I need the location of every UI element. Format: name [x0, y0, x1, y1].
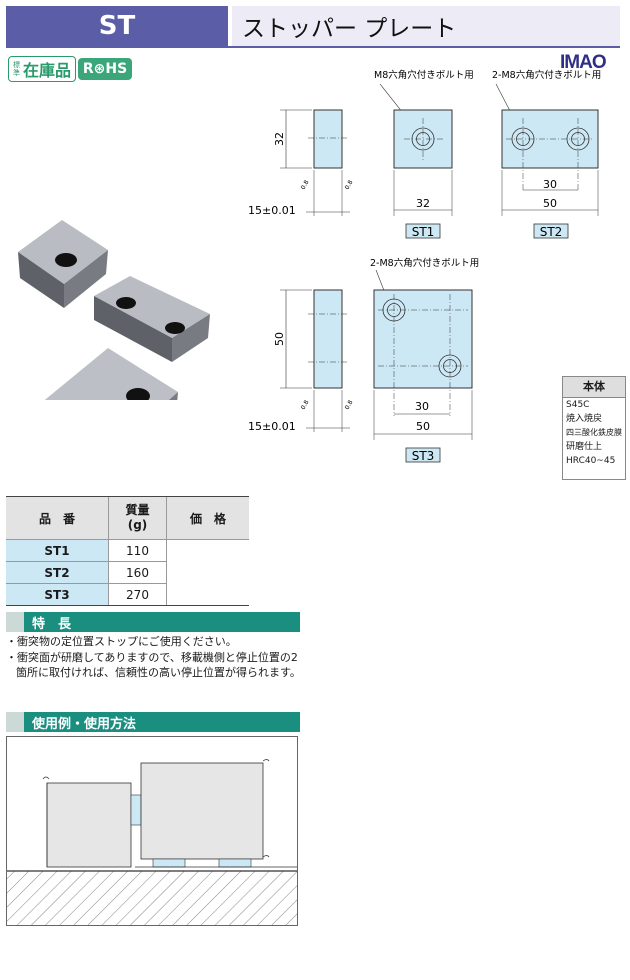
- features-list: ・衝突物の定位置ストップにご使用ください。 ・衝突面が研磨してありますので、移載…: [6, 634, 306, 681]
- rohs-badge: R⊛HS: [78, 58, 132, 80]
- st1-callout: M8六角穴付きボルト用: [374, 69, 474, 81]
- finish-mark-3: 0.8: [300, 399, 311, 411]
- feature-item: ・衝突面が研磨してありますので、移載機側と停止位置の2箇所に取付ければ、信頼性の…: [6, 650, 301, 680]
- feature-item: ・衝突物の定位置ストップにご使用ください。: [6, 635, 237, 648]
- stationary-block: [140, 762, 264, 860]
- usage-heading: 使用例・使用方法: [32, 716, 137, 732]
- st1-label-box: [405, 223, 441, 239]
- product-code: ST: [6, 6, 228, 46]
- row-code: ST3: [6, 583, 109, 606]
- features-heading: 特 長: [32, 616, 72, 632]
- technical-drawings: 32 15±0.01 0.8 0.8 M8六角穴付きボルト用 32 ST1 2-…: [248, 69, 601, 463]
- material-line: 焼入焼戻: [566, 414, 603, 424]
- brand-logo: IMAO: [560, 52, 607, 73]
- usage-diagram: [7, 759, 297, 925]
- row-code: ST1: [6, 539, 109, 562]
- finish-mark-2: 0.8: [344, 179, 355, 191]
- usage-diagram-frame: [6, 736, 298, 926]
- floor-hatch: [7, 871, 297, 925]
- st2-width-dim: 50: [543, 197, 557, 210]
- row-weight: 160: [108, 561, 167, 584]
- st3-width-dim: 50: [416, 420, 430, 433]
- st1-side-view: [313, 109, 343, 169]
- finish-mark-1: 0.8: [300, 179, 311, 191]
- material-header: 本体: [563, 377, 625, 398]
- finish-mark-4: 0.8: [344, 399, 355, 411]
- stock-badge-label: 在庫品: [23, 61, 72, 80]
- material-line: HRC40~45: [566, 456, 616, 466]
- st3-pitch-dim: 30: [415, 400, 429, 413]
- st1-label: ST1: [412, 225, 435, 239]
- stopper-plate-stop-2: [218, 858, 252, 868]
- product-name: ストッパー プレート: [232, 6, 620, 46]
- section-tab: [6, 712, 24, 732]
- col-header-code: 品 番: [6, 496, 109, 540]
- st3-front-view: [373, 289, 473, 389]
- section-tab: [6, 612, 24, 632]
- row-code: ST2: [6, 561, 109, 584]
- usage-heading-bar: 使用例・使用方法: [6, 712, 300, 732]
- st2-callout: 2-M8六角穴付きボルト用: [492, 69, 601, 81]
- material-line: 四三酸化鉄皮膜: [566, 428, 622, 437]
- row-weight: 270: [108, 583, 167, 606]
- row-weight: 110: [108, 539, 167, 562]
- st1-photo-block: [18, 220, 108, 308]
- st3-label-box: [405, 447, 441, 463]
- header-rule: [6, 46, 620, 48]
- st3-label: ST3: [412, 449, 435, 463]
- st1-thickness-dim: 15±0.01: [248, 204, 296, 217]
- material-line: S45C: [566, 400, 590, 410]
- st3-thickness-dim: 15±0.01: [248, 420, 296, 433]
- col-header-weight: 質量 (g): [108, 496, 167, 540]
- st3-callout: 2-M8六角穴付きボルト用: [370, 257, 479, 269]
- material-line: 研磨仕上: [566, 442, 603, 452]
- stock-badge-small: 標準: [13, 61, 20, 77]
- table-row: ST2 160: [6, 561, 249, 584]
- st3-height-dim: 50: [273, 332, 286, 346]
- row-price: [166, 539, 249, 606]
- st1-height-dim: 32: [273, 132, 286, 146]
- table-row: ST1 110: [6, 539, 249, 606]
- col-header-price: 価 格: [166, 496, 249, 540]
- material-box: 本体 S45C 焼入焼戻 四三酸化鉄皮膜 研磨仕上 HRC40~45: [562, 376, 626, 480]
- product-photo: [18, 220, 210, 400]
- product-table: 品 番 質量 (g) 価 格 ST1 110 ST2 160 ST3 270: [6, 496, 249, 606]
- stock-badge: 標準 在庫品: [8, 56, 77, 82]
- st2-label-box: [533, 223, 569, 239]
- stopper-plate-stop-1: [152, 858, 186, 868]
- st3-photo-block: [44, 348, 178, 400]
- features-heading-bar: 特 長: [6, 612, 300, 632]
- st2-pitch-dim: 30: [543, 178, 557, 191]
- st2-label: ST2: [540, 225, 563, 239]
- table-row: ST3 270: [6, 583, 249, 606]
- moving-block: [46, 782, 132, 868]
- st1-width-dim: 32: [416, 197, 430, 210]
- st3-side-view: [313, 289, 343, 389]
- stopper-plate-moving: [130, 794, 142, 826]
- st2-photo-block: [94, 276, 210, 362]
